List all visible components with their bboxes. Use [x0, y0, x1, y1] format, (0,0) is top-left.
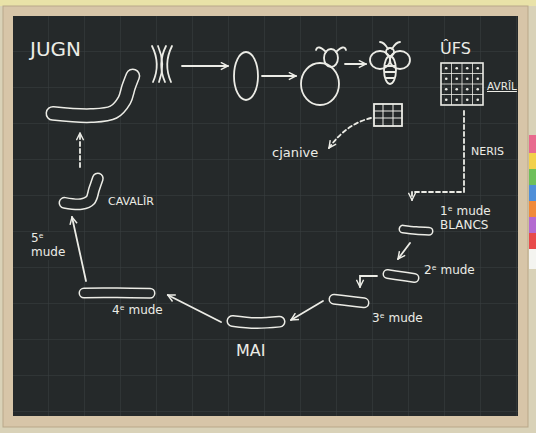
stage-label: AVRÎL	[487, 80, 517, 92]
moth-detail	[380, 42, 400, 78]
stage-label: 3ᵉ mude	[372, 312, 423, 326]
cycle-arrow	[72, 217, 86, 281]
egg-sheet	[441, 63, 483, 105]
stage-illustration	[398, 222, 434, 238]
cycle-arrow	[360, 276, 377, 287]
larva-body	[403, 229, 429, 231]
stage-label: 1ᵉ mude BLANCS	[440, 205, 496, 233]
emerging-moth-wings	[316, 47, 346, 52]
egg-dot	[445, 98, 448, 101]
larva-body	[388, 274, 415, 278]
stage-illustration	[440, 62, 484, 106]
wooden-frame	[3, 6, 528, 427]
stage-drawing: CAVALÎR	[55, 169, 157, 215]
stage-illustration	[382, 268, 420, 284]
cycle-arrow	[291, 301, 323, 320]
larva-outline	[334, 299, 364, 303]
larva-body	[84, 289, 150, 297]
laying-sheet	[374, 104, 402, 126]
egg-dot	[455, 67, 458, 70]
stage-drawing: 1ᵉ mude BLANCS	[395, 202, 499, 241]
egg-dot	[455, 98, 458, 101]
stage-drawing: ÛFS AVRÎL	[437, 37, 520, 109]
egg-dot	[476, 67, 479, 70]
stage-illustration	[78, 286, 156, 300]
stage-label: ÛFS	[440, 40, 471, 58]
chalk-sticks	[529, 135, 536, 269]
egg-dot	[476, 98, 479, 101]
arrow-label: NERIS	[470, 146, 505, 159]
larva-outline	[65, 179, 98, 205]
cocoon-opening	[301, 63, 339, 105]
cycle-arrow	[79, 133, 81, 167]
larva-body	[334, 299, 364, 303]
cocoon	[234, 52, 258, 100]
larva-body	[65, 179, 98, 205]
stage-label: JUGN	[30, 38, 81, 61]
larva-body	[53, 76, 133, 116]
larva-outline	[403, 229, 429, 231]
larva-outline	[53, 76, 133, 116]
egg-dot	[476, 77, 479, 80]
egg-sheet-grid	[441, 94, 483, 95]
stage-label: 4ᵉ mude	[112, 304, 163, 318]
cycle-arrow	[412, 111, 464, 200]
board-grid	[13, 16, 518, 416]
arrow-label: 5ᵉ mude	[30, 232, 70, 260]
cycle-arrow	[398, 243, 410, 259]
stage-illustration	[328, 292, 370, 310]
cycle-arrow	[168, 295, 221, 322]
stage-drawing: 4ᵉ mude	[75, 283, 166, 321]
egg-sheet-grid	[441, 73, 483, 74]
stage-label: MAI	[236, 342, 265, 360]
egg-dot	[445, 88, 448, 91]
chalk-note: cjanive	[272, 146, 318, 161]
spinning-thread	[161, 46, 172, 82]
egg-dot	[455, 88, 458, 91]
stage-drawing: 3ᵉ mude	[325, 289, 426, 329]
laying-sheet-grid	[374, 104, 402, 126]
egg-sheet-grid	[441, 84, 483, 85]
stage-illustration	[226, 312, 286, 332]
wall-top	[0, 0, 536, 6]
egg-dot	[466, 77, 469, 80]
stage-illustration	[45, 68, 145, 128]
cycle-illustration	[152, 42, 410, 148]
egg-dot	[455, 77, 458, 80]
cycle-arrow	[262, 75, 296, 77]
stage-drawing: 2ᵉ mude	[379, 261, 478, 287]
egg-dot	[445, 67, 448, 70]
egg-dot	[445, 77, 448, 80]
cycle-arrow	[182, 65, 228, 67]
larva-outline	[233, 321, 280, 323]
stage-drawing: JUGN	[27, 35, 148, 131]
stage-illustration	[58, 172, 108, 212]
egg-dot	[466, 88, 469, 91]
larva-outline	[84, 287, 150, 298]
moth-body	[384, 56, 396, 84]
board	[13, 16, 518, 416]
egg-dot	[476, 88, 479, 91]
egg-dot	[466, 98, 469, 101]
stage-label: CAVALÎR	[108, 196, 154, 209]
stage-label: 2ᵉ mude	[424, 264, 475, 278]
cycle-arrow	[345, 63, 366, 65]
egg-dot	[466, 67, 469, 70]
stage-drawing: MAI	[223, 309, 289, 363]
leader-arrow	[329, 118, 371, 148]
larva-body	[233, 321, 280, 323]
larva-outline	[388, 274, 415, 278]
